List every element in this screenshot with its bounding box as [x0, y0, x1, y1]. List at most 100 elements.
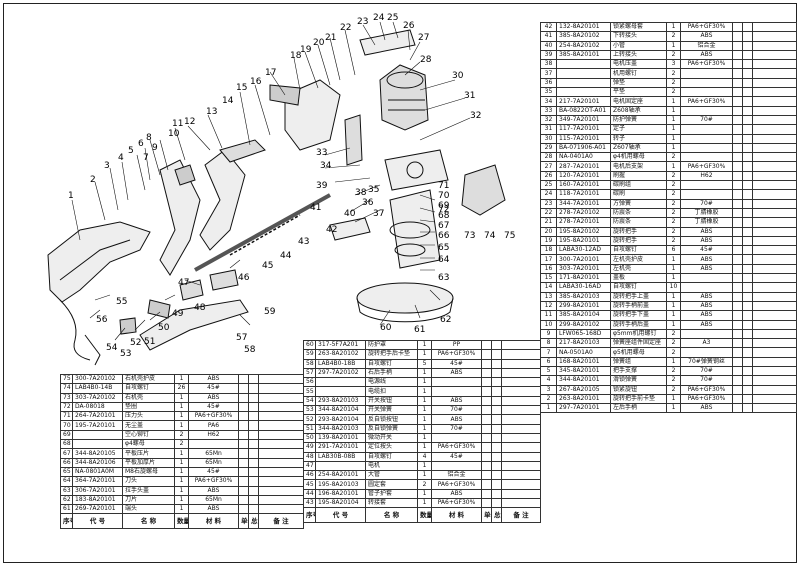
cell-material: [431, 432, 482, 444]
cell-code: 195-7A20101: [72, 420, 123, 431]
cell-code: 303-7A20102: [72, 392, 123, 403]
cell-name: 电机压盖: [610, 59, 667, 70]
lower-handle-part: [139, 299, 249, 351]
cell-code: 303-7A20101: [556, 263, 611, 275]
cell-material: 70#: [680, 365, 733, 377]
cell-code: NA-0801A0M: [72, 466, 123, 478]
cell-name: 微动开关: [365, 432, 418, 444]
cell-material: PA6+GF30%: [431, 498, 482, 509]
cell-no: 63: [60, 485, 73, 496]
cell-qty: 1: [417, 405, 432, 416]
cell-unit-weight: [481, 367, 492, 379]
cell-remark: [752, 393, 797, 405]
cell-no: 32: [540, 114, 557, 126]
cell-unit-weight: [238, 429, 249, 441]
col-header-code: 代 号: [72, 513, 123, 530]
cell-unit-weight: [732, 142, 743, 154]
cell-name: 旋转把手: [610, 235, 667, 247]
cell-code: 183-8A20101: [72, 494, 123, 506]
cell-unit-weight: [732, 347, 743, 358]
cell-total-weight: [742, 263, 753, 275]
col-header-remark: 备 注: [501, 507, 541, 524]
cell-no: 6: [540, 356, 557, 368]
cell-no: 1: [540, 403, 557, 414]
cell-unit-weight: [238, 466, 249, 478]
cell-no: 55: [303, 386, 316, 397]
cell-remark: [752, 347, 797, 358]
cell-name: 方弹簧: [610, 198, 667, 209]
cell-qty: 26: [174, 383, 189, 394]
cell-remark: [752, 207, 797, 219]
cell-qty: 2: [666, 328, 681, 340]
cell-unit-weight: [732, 68, 743, 79]
front-handle-part: [159, 159, 201, 276]
cell-material: ABS: [431, 367, 482, 379]
cell-remark: [752, 68, 797, 79]
callout-12: 12: [184, 117, 195, 127]
callout-32: 32: [470, 111, 481, 121]
cell-remark: [752, 21, 797, 33]
callout-75: 75: [504, 231, 515, 241]
callout-14: 14: [222, 96, 234, 106]
cell-remark: [258, 457, 304, 468]
cell-code: 385-8A20103: [556, 291, 611, 302]
cell-qty: 1: [174, 392, 189, 403]
cell-code: 132-8A20101: [556, 21, 611, 33]
cell-name: 电机: [365, 460, 418, 472]
cell-no: 35: [540, 87, 557, 98]
cell-qty: 1: [666, 263, 681, 275]
cell-no: 7: [540, 347, 557, 358]
cell-remark: [501, 498, 541, 509]
cell-total-weight: [742, 170, 753, 182]
cell-material: 45#: [431, 358, 482, 369]
cell-material: [188, 439, 239, 450]
cell-material: 65Mn: [188, 494, 239, 506]
callout-8: 8: [146, 133, 152, 143]
cell-qty: 1: [666, 393, 681, 405]
cell-total-weight: [742, 384, 753, 395]
cell-total-weight: [742, 403, 753, 414]
cell-name: 旋转把手: [610, 226, 667, 237]
cell-name: 防护罩: [365, 339, 418, 351]
cell-no: 65: [60, 466, 73, 478]
cell-no: 19: [540, 235, 557, 247]
callout-48: 48: [194, 303, 206, 313]
cell-code: 196-8A20101: [315, 488, 366, 500]
cell-qty: 1: [174, 476, 189, 487]
cell-name: 锁紧旋钮: [610, 384, 667, 395]
cell-no: 30: [540, 133, 557, 144]
cell-unit-weight: [732, 393, 743, 405]
cell-remark: [752, 161, 797, 172]
cell-no: 13: [540, 291, 557, 302]
cell-remark: [752, 96, 797, 107]
cell-total-weight: [248, 420, 259, 431]
power-cord-part: [59, 299, 91, 361]
cell-remark: [752, 328, 797, 340]
callout-19: 19: [300, 45, 312, 55]
cell-name: 电缆扣: [365, 386, 418, 397]
cell-name: 平垫: [610, 87, 667, 98]
cell-unit-weight: [732, 226, 743, 237]
cell-unit-weight: [732, 375, 743, 386]
cell-remark: [752, 87, 797, 98]
cell-remark: [501, 423, 541, 434]
cell-total-weight: [248, 457, 259, 468]
cell-qty: 1: [174, 494, 189, 506]
cell-qty: 1: [417, 423, 432, 434]
cell-remark: [752, 40, 797, 51]
cell-unit-weight: [732, 263, 743, 275]
cell-qty: 1: [174, 485, 189, 496]
cell-no: 27: [540, 161, 557, 172]
callout-59: 59: [264, 307, 276, 317]
cell-qty: 1: [174, 401, 189, 413]
cell-material: PA6+GF30%: [431, 479, 482, 490]
cell-qty: 1: [666, 272, 681, 284]
cell-code: 168-8A20101: [556, 356, 611, 368]
cell-unit-weight: [732, 161, 743, 172]
